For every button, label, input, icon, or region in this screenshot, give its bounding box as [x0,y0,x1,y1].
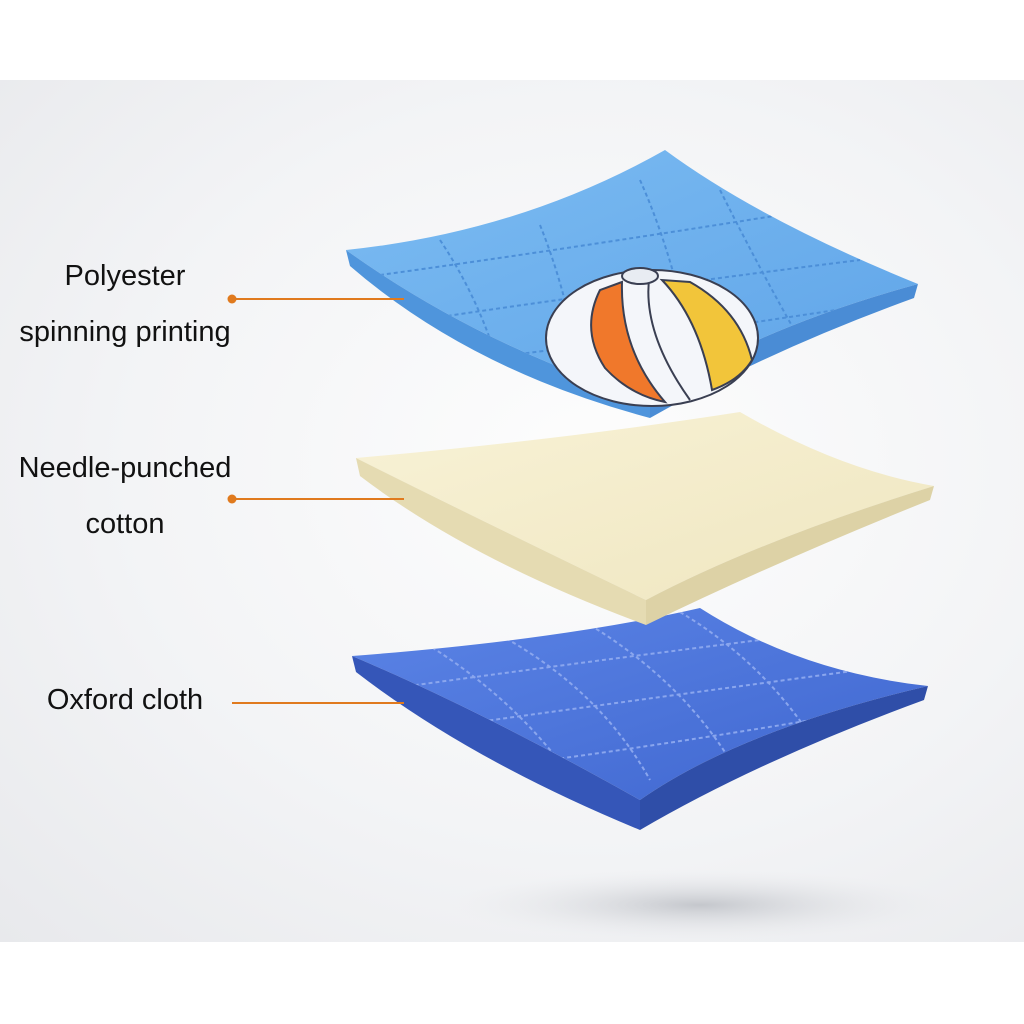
floor-shadow [450,869,950,941]
cotton-label-line-2: cotton [85,508,165,540]
polyester-label-line-1: Polyester [64,260,186,292]
polyester-label: Polyester spinning printing [0,248,250,360]
beach-ball-icon [545,267,759,407]
leader-dot-cotton [227,494,237,504]
leader-dots [227,294,237,504]
cotton-label: Needle-punched cotton [0,440,250,552]
leader-lines [232,298,404,704]
oxford-label: Oxford cloth [0,672,250,728]
oxford-layer [352,608,928,830]
cotton-layer [356,412,934,625]
cotton-label-line-1: Needle-punched [18,452,232,484]
polyester-label-line-2: spinning printing [19,316,231,348]
polyester-layer [346,150,918,418]
leader-dot-polyester [227,294,237,304]
oxford-label-line-1: Oxford cloth [46,684,204,716]
